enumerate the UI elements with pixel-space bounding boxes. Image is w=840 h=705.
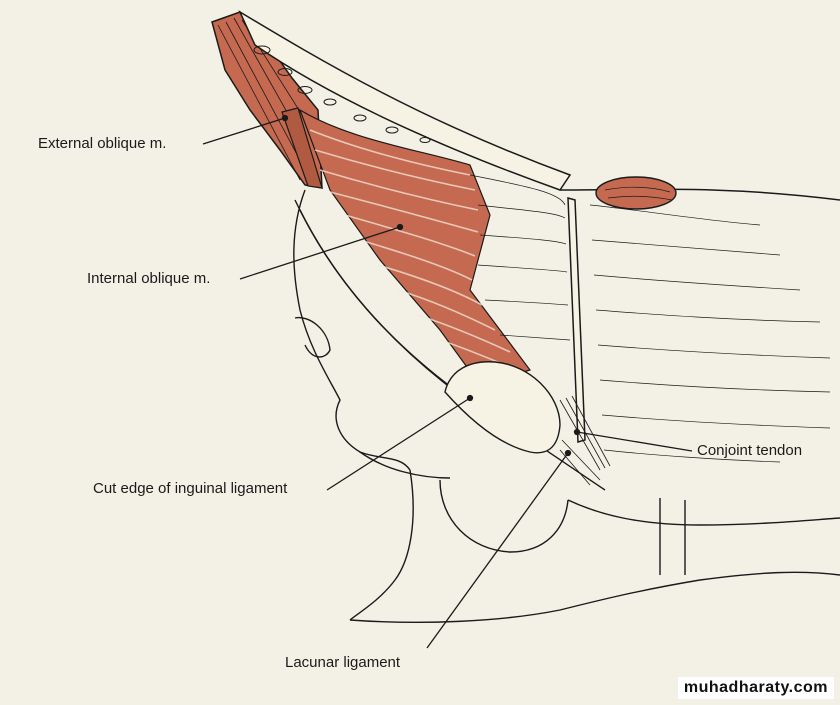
internal-oblique-muscle (298, 108, 531, 386)
label-internal-oblique: Internal oblique m. (87, 270, 211, 287)
label-lacunar-ligament: Lacunar ligament (285, 654, 401, 671)
label-leaders (202, 114, 693, 649)
linea-semilunaris (559, 188, 840, 443)
rectus-sheath-fibres (469, 174, 831, 463)
label-conjoint-tendon: Conjoint tendon (697, 442, 803, 459)
cut-rectus-muscle (595, 176, 677, 210)
site-watermark: muhadharaty.com (677, 677, 834, 699)
label-cut-edge-inguinal-ligament: Cut edge of inguinal ligament (93, 480, 288, 497)
external-oblique-aponeurosis (238, 10, 572, 191)
label-external-oblique: External oblique m. (38, 135, 167, 152)
pelvic-bone-outline (293, 189, 840, 623)
inguinal-ligament-cut-edge (294, 199, 606, 491)
